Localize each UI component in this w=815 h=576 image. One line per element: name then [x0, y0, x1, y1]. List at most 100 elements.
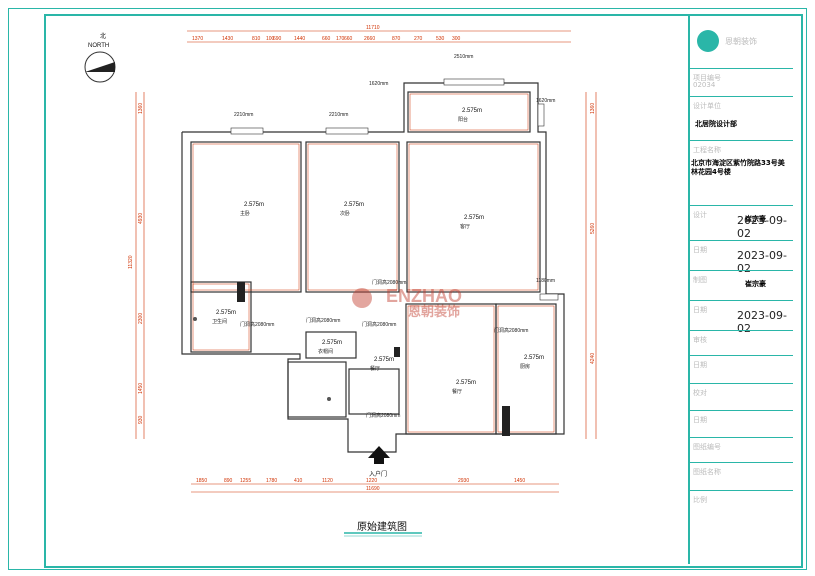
window-label: 2210mm [329, 112, 348, 118]
title-block-row: 图纸编号 [689, 437, 793, 463]
watermark: ENZHAO 恩朝装饰 [352, 286, 462, 319]
title-block-row: 日期 2023-09-02 [689, 240, 793, 275]
left-dim-label: 930 [138, 415, 144, 424]
title-block-label: 日期 [693, 416, 707, 424]
title-block [688, 14, 795, 564]
title-block-value: 北京市海淀区紫竹院路33号美林花园4号楼 [691, 159, 785, 176]
room-height-label: 2.575m [322, 340, 342, 346]
logo-icon [697, 30, 719, 52]
title-block-value: 崔宗豪 [745, 280, 766, 288]
outer-frame [8, 8, 807, 570]
right-dims: 1360 5260 4240 [590, 103, 596, 364]
dimension-lines [135, 30, 597, 493]
room-height-label: 2.575m [216, 310, 236, 316]
title-block-label: 图纸编号 [693, 443, 721, 451]
top-dim-label: 690 [273, 36, 282, 42]
room-height-label: 2.575m [464, 215, 484, 221]
right-dim-label: 5260 [590, 223, 596, 234]
north-char: 北 [100, 32, 106, 40]
top-dim-label: 660 [344, 36, 353, 42]
north-arrow: 北 NORTH [84, 32, 116, 83]
title-block-value: 北居院设计部 [695, 120, 737, 128]
door-height-label: 门洞高2080mm [306, 317, 340, 324]
room-labels: 2.575m 主卧 2.575m 次卧 2.575m 客厅 2.575m 阳台 2.575m 卫生… [212, 54, 555, 419]
bottom-dim-label: 1450 [514, 478, 525, 484]
room-name-label: 客厅 [460, 223, 470, 230]
bottom-dim-label: 1850 [196, 478, 207, 484]
title-block-row: 审核 [689, 330, 793, 356]
left-dim-label: 4930 [138, 213, 144, 224]
title-block-label: 审核 [693, 336, 707, 344]
window-label: 1620mm [369, 81, 388, 87]
room-name-label: 衣帽间 [318, 348, 333, 355]
north-label: NORTH [88, 43, 109, 49]
title-block-label: 日期 [693, 246, 707, 254]
title-block-label: 设计单位 [693, 102, 721, 110]
title-block-date: 2023-09-02 [737, 309, 787, 335]
room-name-label: 卫生间 [212, 318, 227, 325]
title-block-label: 图纸名称 [693, 468, 721, 476]
fixture-marks [193, 282, 510, 436]
top-dim-label: 270 [414, 36, 423, 42]
title-block-label: 日期 [693, 361, 707, 369]
bottom-dim-label: 1780 [266, 478, 277, 484]
room-height-label: 2.575m [374, 357, 394, 363]
room-height-label: 2.575m [456, 380, 476, 386]
room-name-label: 厨房 [520, 363, 530, 370]
room-name-label: 阳台 [458, 116, 468, 123]
room-name-label: 次卧 [340, 210, 350, 217]
left-dim-label: 1450 [138, 383, 144, 394]
door-height-label: 门洞高2080mm [362, 321, 396, 328]
top-dim-label: 100 [266, 36, 275, 42]
door-height-label: 门洞高2080mm [366, 412, 400, 419]
watermark-brand: ENZHAO [386, 286, 462, 306]
inner-frame [44, 14, 803, 568]
bottom-total-dim: 11690 [366, 486, 380, 492]
top-dim-label: 1370 [192, 36, 203, 42]
title-block-value: 崔宗豪 [745, 215, 766, 223]
right-dim-label: 4240 [590, 353, 596, 364]
entry-arrow: 入户门 [368, 446, 390, 478]
bottom-dim-label: 1255 [240, 478, 251, 484]
entry-label: 入户门 [369, 470, 387, 478]
left-dims: 1360 4930 2300 1450 930 [138, 103, 144, 424]
title-block-label: 校对 [693, 389, 707, 397]
left-dim-label: 2300 [138, 313, 144, 324]
inner-wall-lines [192, 93, 555, 433]
room-name-label: 餐厅 [370, 365, 380, 372]
room-height-label: 2.575m [344, 202, 364, 208]
top-dim-label: 810 [252, 36, 261, 42]
top-dim-label: 300 [452, 36, 461, 42]
left-dim-label: 1360 [138, 103, 144, 114]
title-block-row: 图纸名称 [689, 462, 793, 491]
bottom-dim-label: 890 [224, 478, 233, 484]
title-block-row: 日期 [689, 410, 793, 438]
top-dim-label: 530 [436, 36, 445, 42]
title-block-date: 2023-09-02 [737, 214, 787, 240]
room-height-label: 2.575m [244, 202, 264, 208]
bottom-dim-label: 2930 [458, 478, 469, 484]
title-block-label: 工程名称 [693, 146, 721, 154]
right-dim-label: 1360 [590, 103, 596, 114]
window-label: 1180mm [536, 278, 555, 284]
top-dim-label: 170 [336, 36, 345, 42]
title-block-row: 校对 [689, 383, 793, 411]
title-block-date: 2023-09-02 [737, 249, 787, 275]
title-block-label: 制图 [693, 276, 707, 284]
room-name-label: 主卧 [240, 210, 250, 217]
title-block-row: 工程名称北京市海淀区紫竹院路33号美林花园4号楼 [689, 140, 793, 206]
top-dim-label: 1440 [294, 36, 305, 42]
room-name-label: 餐厅 [452, 388, 462, 395]
title-block-label: 项目编号 [693, 74, 721, 82]
top-dim-label: 1430 [222, 36, 233, 42]
door-height-label: 门洞高2080mm [494, 327, 528, 334]
window-label: 2210mm [234, 112, 253, 118]
plan-title: 原始建筑图 [357, 520, 407, 533]
